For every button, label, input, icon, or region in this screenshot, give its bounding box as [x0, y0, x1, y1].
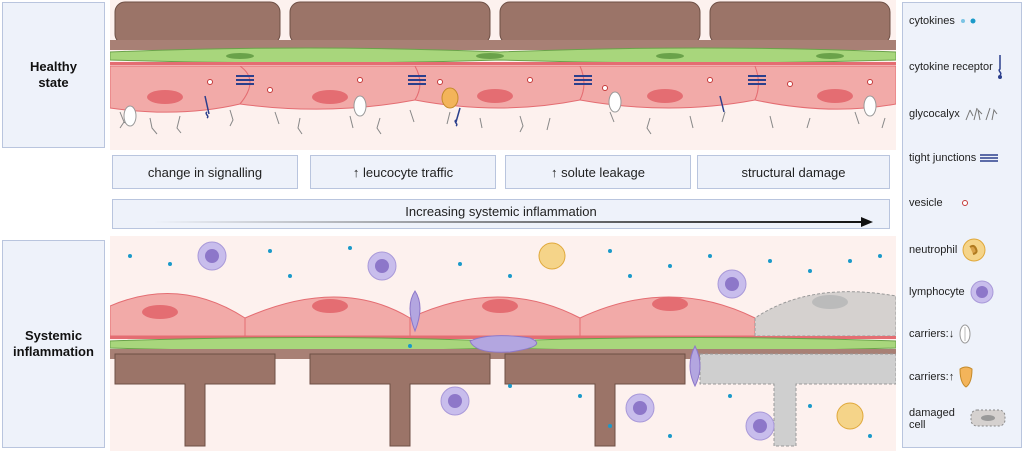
legend-item-cytokines: cytokines	[909, 15, 979, 27]
damaged-basement	[699, 353, 896, 447]
endothelial-cells	[110, 65, 896, 113]
damaged-cell	[754, 291, 896, 337]
stage-change-in-signalling: change in signalling	[112, 155, 298, 189]
legend-item-lymphocyte: lymphocyte	[909, 279, 995, 305]
basement-cells-bottom	[114, 353, 686, 447]
stage-leucocyte-traffic: ↑ leucocyte traffic	[310, 155, 496, 189]
stage-solute-leakage: ↑ solute leakage	[505, 155, 691, 189]
legend-item-carriers-up: carriers:↑	[909, 365, 974, 389]
legend-item-carriers-down: carriers:↓	[909, 323, 972, 345]
carrier-up-icon	[958, 365, 974, 389]
cytokines	[128, 246, 882, 438]
basement-cells	[114, 1, 891, 45]
inflamed-endothelial-cells	[110, 293, 756, 337]
damaged-nucleus	[812, 295, 848, 309]
glycocalyx	[119, 109, 886, 135]
legend-label: vesicle	[909, 197, 943, 209]
gradient-arrow-icon	[153, 217, 873, 227]
lymphocytes	[197, 241, 775, 441]
neutrophil-icon	[961, 237, 987, 263]
vesicle-icon	[961, 199, 969, 207]
legend-label: damaged cell	[909, 407, 955, 431]
legend-item-neutrophil: neutrophil	[909, 237, 987, 263]
cytokine-receptor-icon	[997, 55, 1005, 79]
lymphocyte-icon	[969, 279, 995, 305]
damaged-cell-icon	[969, 407, 1007, 429]
healthy-vessel-illustration	[110, 0, 896, 150]
tight-junctions	[236, 75, 766, 85]
legend-item-vesicle: vesicle	[909, 197, 969, 209]
inflammation-label-line1: Systemic	[24, 327, 83, 343]
carrier-down-icon	[958, 323, 972, 345]
cytokine-receptors	[204, 95, 725, 127]
legend-label: cytokines	[909, 15, 955, 27]
legend-item-cytokine-receptor: cytokine receptor	[909, 55, 1005, 79]
legend-label: cytokine receptor	[909, 61, 993, 73]
legend-label: lymphocyte	[909, 286, 965, 298]
legend-item-tight-junctions: tight junctions	[909, 152, 999, 164]
inflammation-progression-arrow: Increasing systemic inflammation	[112, 199, 890, 229]
stage-label: ↑ leucocyte traffic	[352, 164, 454, 180]
carriers	[123, 87, 877, 127]
nuclei	[147, 89, 853, 104]
inflamed-vessel-illustration	[110, 236, 896, 451]
legend-label: carriers:↓	[909, 328, 955, 340]
vesicles	[207, 77, 873, 93]
tight-junction-icon	[980, 153, 999, 163]
healthy-label-line1: Healthy	[30, 58, 77, 74]
progression-label: Increasing systemic inflammation	[405, 204, 597, 219]
stage-structural-damage: structural damage	[697, 155, 890, 189]
glycocalyx-icon	[964, 106, 1000, 122]
stage-label: change in signalling	[147, 164, 263, 180]
legend-item-glycocalyx: glycocalyx	[909, 106, 1000, 122]
stage-label: structural damage	[741, 164, 846, 180]
legend-panel: cytokines cytokine receptor glycocalyx t…	[902, 2, 1022, 448]
legend-label: neutrophil	[909, 244, 958, 256]
legend-label: glycocalyx	[909, 108, 960, 120]
legend-label: carriers:↑	[909, 371, 955, 383]
inflamed-nuclei	[142, 297, 688, 319]
cytokine-dots-icon	[959, 17, 979, 25]
healthy-label-line2: state	[38, 75, 69, 90]
legend-item-damaged-cell: damaged cell	[909, 407, 1007, 431]
legend-label: tight junctions	[909, 152, 977, 164]
neutrophils	[538, 242, 864, 430]
inflammation-label-line2: inflammation	[13, 344, 94, 359]
stage-label: ↑ solute leakage	[551, 164, 645, 180]
